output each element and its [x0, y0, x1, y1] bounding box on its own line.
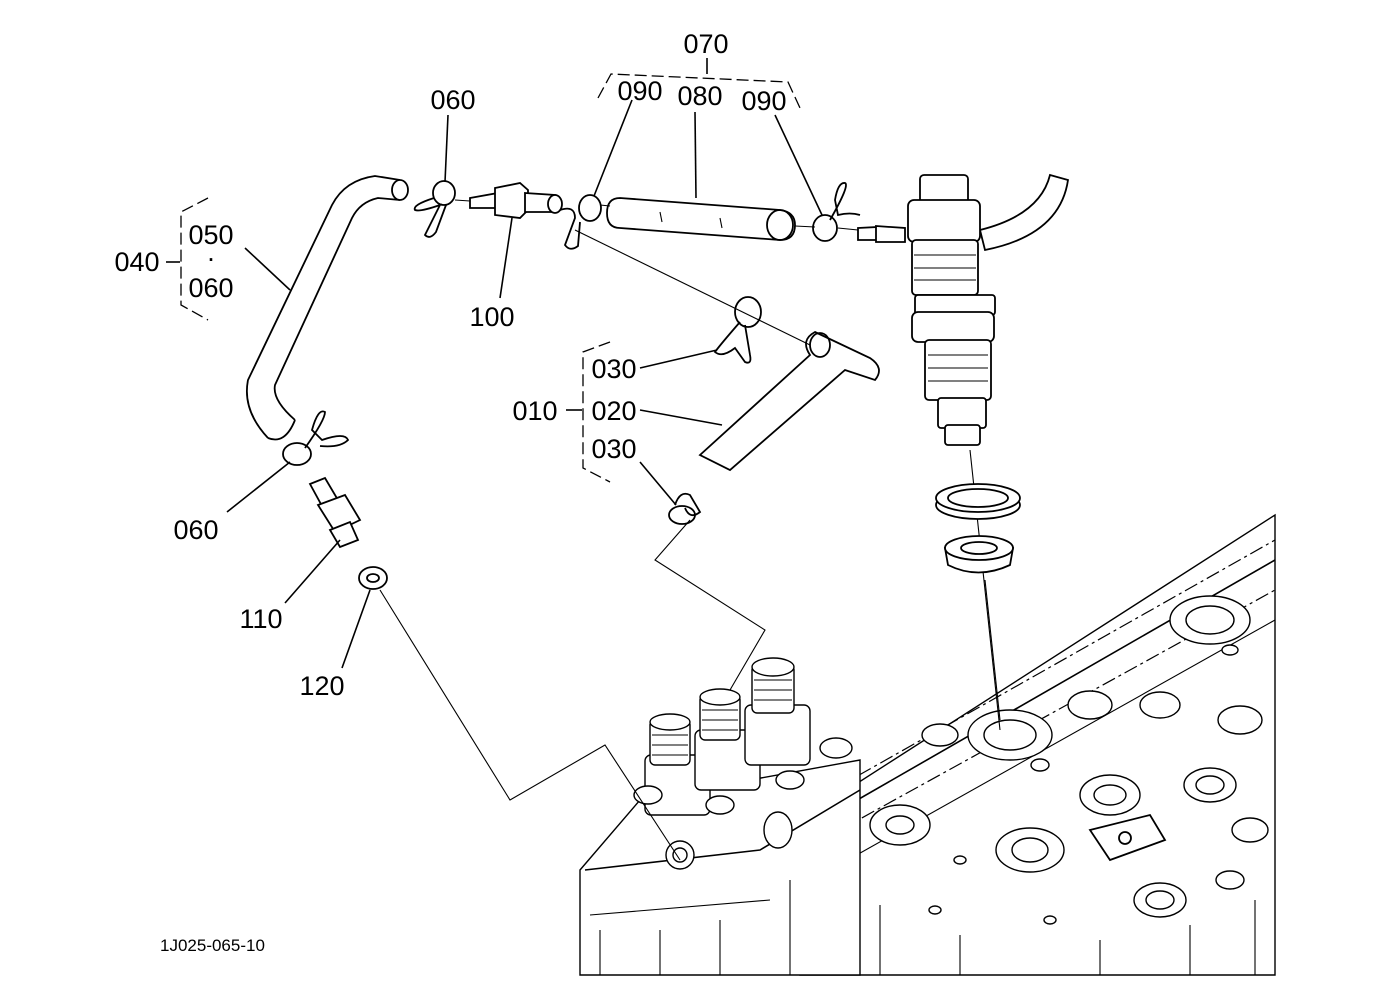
label-100: 100 [469, 302, 514, 332]
label-060-top: 060 [430, 85, 475, 115]
leader-lines [166, 58, 1001, 861]
injection-pump [579, 657, 861, 976]
hose-clip-060-left [282, 410, 350, 466]
washer-120 [358, 566, 388, 590]
hose-080 [606, 197, 796, 241]
label-030-lower: 030 [591, 434, 636, 464]
label-050: 050 [188, 220, 233, 250]
hose-clip-near-joint [559, 194, 602, 250]
label-020: 020 [591, 396, 636, 426]
diagram-code: 1J025-065-10 [160, 936, 265, 955]
label-060-group: 060 [188, 273, 233, 303]
label-090-right: 090 [741, 86, 786, 116]
nozzle-nipple [857, 225, 906, 243]
label-070: 070 [683, 29, 728, 59]
hose-010 [698, 330, 880, 472]
nipple-110 [308, 476, 362, 549]
return-hose-040 [246, 175, 409, 441]
nozzle-seat [943, 535, 1015, 574]
label-dot: · [207, 243, 216, 273]
label-030-upper: 030 [591, 354, 636, 384]
hose-clip-030-top [713, 296, 762, 364]
cylinder-head [799, 513, 1276, 976]
delivery-valve-3 [744, 657, 811, 766]
label-040: 040 [114, 247, 159, 277]
hose-clip-030-bottom [668, 492, 702, 525]
label-120: 120 [299, 671, 344, 701]
label-080: 080 [677, 81, 722, 111]
label-090-left: 090 [617, 76, 662, 106]
hose-clip-090-right [812, 182, 861, 242]
joint-100 [469, 182, 563, 219]
label-110: 110 [239, 604, 282, 634]
nozzle-gasket [935, 483, 1021, 520]
hose-clip-060-top [413, 180, 456, 238]
label-010: 010 [512, 396, 557, 426]
delivery-valve-2 [694, 688, 761, 791]
injection-nozzle [907, 173, 1070, 731]
label-060-left: 060 [173, 515, 218, 545]
